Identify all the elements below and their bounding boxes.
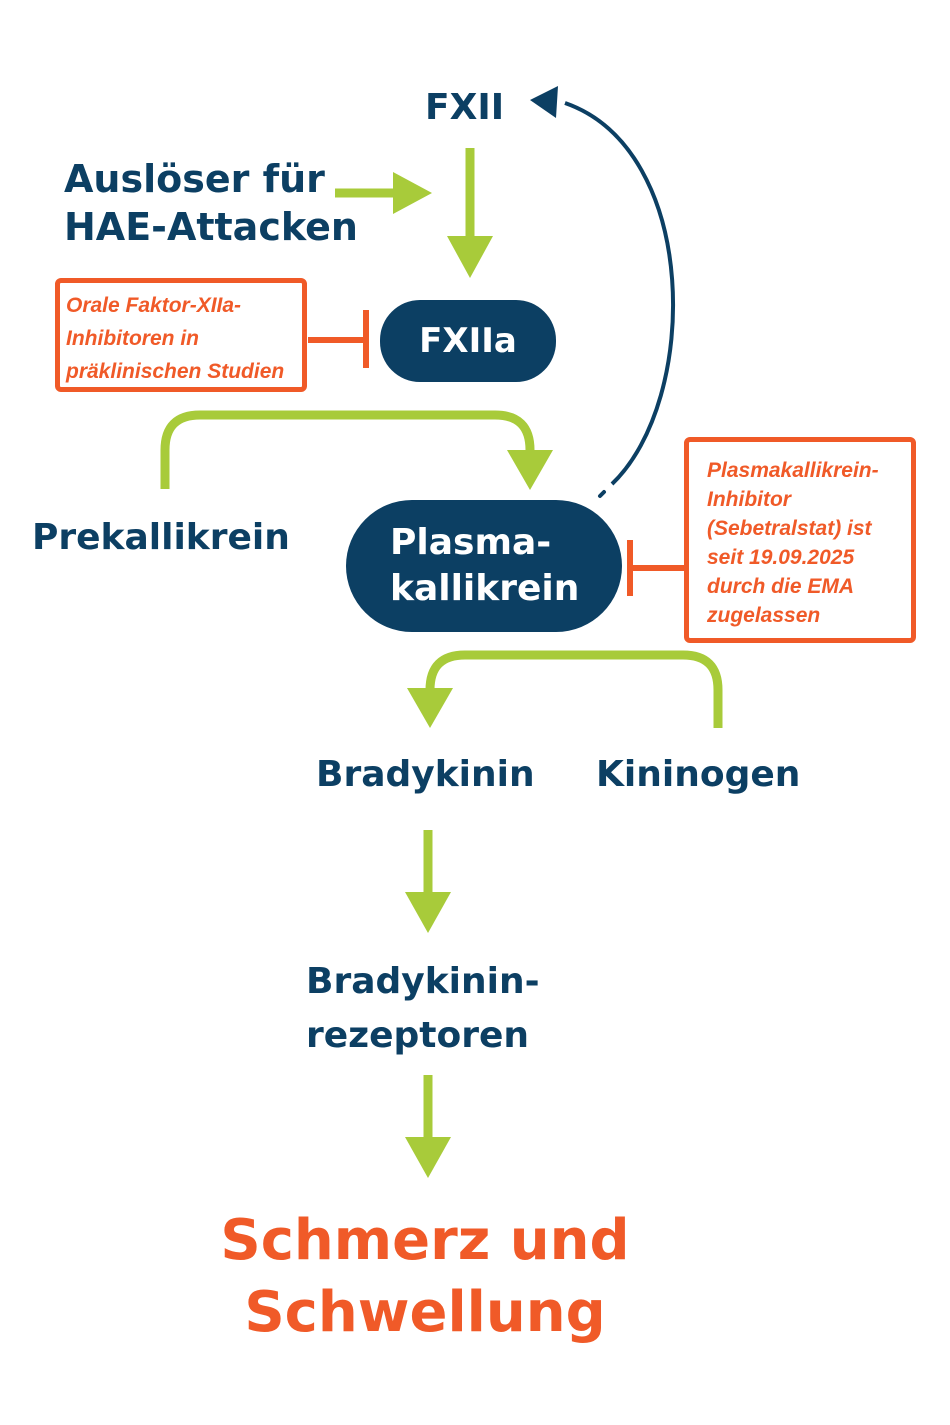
- note-line: zugelassen: [707, 604, 821, 627]
- node-receptors: Bradykinin- rezeptoren: [306, 955, 540, 1063]
- pk-inhibition-marker: [627, 540, 684, 596]
- trigger-line-2: HAE-Attacken: [64, 205, 358, 249]
- bradykinin-arrow: [405, 830, 451, 933]
- note-line: Inhibitor: [707, 488, 791, 511]
- node-kininogen: Kininogen: [596, 754, 801, 795]
- kininogen-arrow: [407, 650, 723, 728]
- note-line: durch die EMA: [707, 575, 855, 598]
- node-prekallikrein: Prekallikrein: [32, 517, 290, 558]
- node-plasmakallikrein: Plasma- kallikrein: [346, 500, 622, 632]
- pk-line-1: Plasma-: [390, 522, 552, 563]
- trigger-line-1: Auslöser für: [64, 157, 325, 201]
- node-fxiia: FXIIa: [380, 300, 556, 382]
- receptors-line-1: Bradykinin-: [306, 961, 540, 1002]
- note-line: Plasmakallikrein-: [707, 459, 879, 482]
- trigger-arrow: [335, 172, 432, 214]
- fxii-to-fxiia-arrow: [447, 148, 493, 278]
- node-bradykinin: Bradykinin: [316, 754, 535, 795]
- pk-line-2: kallikrein: [390, 568, 580, 609]
- prekallikrein-arrow: [160, 410, 553, 490]
- outcome-line-1: Schmerz und: [220, 1208, 630, 1273]
- fxiia-inhibitor-note: Orale Faktor-XIIa- Inhibitoren in präkli…: [55, 278, 307, 392]
- note-line: seit 19.09.2025: [707, 546, 855, 569]
- receptors-line-2: rezeptoren: [306, 1015, 530, 1056]
- note-line: Inhibitoren in: [66, 327, 199, 350]
- note-line: präklinischen Studien: [66, 360, 285, 383]
- fxiia-inhibition-marker: [308, 310, 369, 368]
- feedback-arrow: [530, 86, 676, 498]
- pk-inhibitor-note: Plasmakallikrein- Inhibitor (Sebetralsta…: [684, 437, 916, 643]
- node-trigger: Auslöser für HAE-Attacken: [64, 155, 358, 251]
- note-line: (Sebetralstat) ist: [707, 517, 872, 540]
- outcome-line-2: Schwellung: [244, 1280, 606, 1345]
- receptors-arrow: [405, 1075, 451, 1178]
- note-line: Orale Faktor-XIIa-: [66, 294, 242, 317]
- node-outcome: Schmerz und Schwellung: [0, 1205, 850, 1349]
- node-fxii: FXII: [425, 87, 505, 128]
